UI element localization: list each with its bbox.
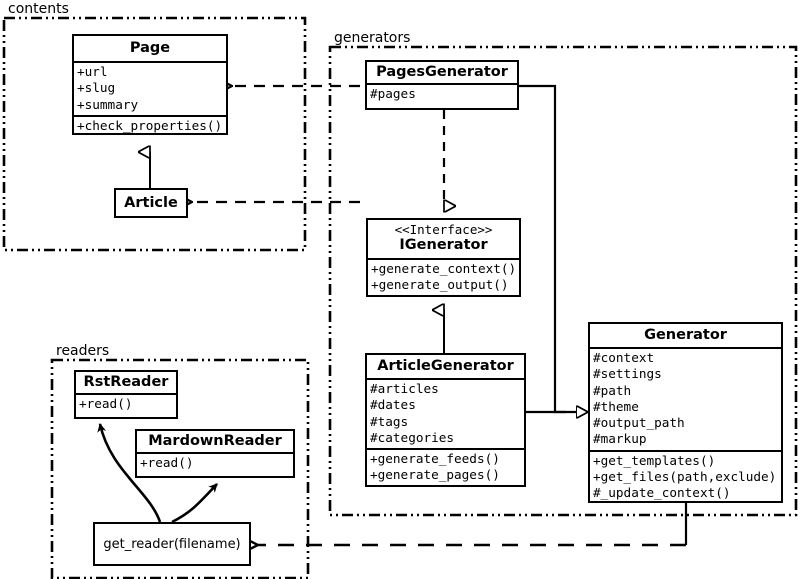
class-name-mardown-reader: MardownReader: [148, 433, 282, 449]
class-attributes-page: +url +slug +summary: [74, 63, 226, 115]
method-row: +generate_pages(): [370, 467, 500, 483]
class-methods-page: +check_properties(): [74, 117, 226, 136]
class-name-page: Page: [129, 40, 171, 56]
attribute-row: #tags: [370, 413, 409, 429]
class-box-mardown-reader[interactable]: MardownReader +read(): [135, 429, 295, 478]
class-box-rst-reader[interactable]: RstReader +read(): [74, 370, 178, 419]
class-stereotype-igenerator: <<Interface>>: [394, 222, 493, 237]
node-get-reader[interactable]: get_reader(filename): [93, 522, 251, 566]
class-name-article-generator: ArticleGenerator: [377, 358, 514, 374]
class-attributes-generator: #context #settings #path #theme #output_…: [590, 349, 781, 450]
class-box-generator[interactable]: Generator #context #settings #path #them…: [588, 322, 783, 503]
class-methods-generator: +get_templates() +get_files(path,exclude…: [590, 452, 781, 504]
method-row: +get_templates(): [593, 452, 716, 468]
attribute-row: +url: [77, 64, 108, 80]
package-label-generators: generators: [332, 30, 413, 46]
class-box-article-generator[interactable]: ArticleGenerator #articles #dates #tags …: [365, 353, 526, 487]
class-separator: [367, 448, 524, 451]
class-methods-mardown-reader: +read(): [137, 454, 293, 473]
package-label-readers: readers: [54, 343, 112, 359]
attribute-row: #output_path: [593, 415, 685, 431]
class-separator: [74, 114, 226, 117]
class-separator: [74, 61, 226, 64]
class-separator: [367, 83, 517, 86]
method-row: +generate_output(): [371, 276, 509, 292]
node-label-get-reader: get_reader(filename): [103, 536, 241, 552]
class-name-generator: Generator: [644, 327, 727, 343]
class-methods-igenerator: +generate_context() +generate_output(): [368, 260, 519, 296]
class-separator: [368, 257, 519, 260]
class-separator: [137, 452, 293, 455]
method-row: +read(): [140, 455, 194, 471]
attribute-row: #articles: [370, 381, 439, 397]
method-row: +get_files(path,exclude): [593, 468, 777, 484]
class-methods-article-generator: +generate_feeds() +generate_pages(): [367, 450, 524, 486]
attribute-row: +summary: [77, 96, 139, 112]
class-separator: [76, 393, 176, 396]
class-name-article: Article: [124, 194, 178, 211]
class-name-pages-generator: PagesGenerator: [376, 64, 508, 80]
attribute-row: #categories: [370, 429, 455, 445]
edge-getreader-to-mardownreader: [171, 483, 218, 524]
class-box-article[interactable]: Article: [114, 188, 188, 218]
class-attributes-article-generator: #articles #dates #tags #categories: [367, 380, 524, 448]
attribute-row: #theme: [593, 398, 639, 414]
class-separator: [590, 347, 781, 350]
class-box-pages-generator[interactable]: PagesGenerator #pages: [365, 60, 519, 110]
package-label-contents: contents: [6, 1, 71, 17]
class-methods-rst-reader: +read(): [76, 395, 176, 414]
class-separator: [367, 378, 524, 381]
attribute-row: #markup: [593, 431, 647, 447]
class-separator: [590, 449, 781, 452]
attribute-row: #pages: [370, 86, 416, 102]
class-name-igenerator: <<Interface>> IGenerator: [368, 220, 519, 258]
method-row: +check_properties(): [77, 117, 223, 133]
class-box-igenerator[interactable]: <<Interface>> IGenerator +generate_conte…: [366, 218, 521, 297]
method-row: +generate_context(): [371, 260, 517, 276]
class-attributes-pages-generator: #pages: [367, 85, 517, 104]
attribute-row: #settings: [593, 366, 662, 382]
class-name-text-igenerator: IGenerator: [399, 237, 488, 254]
method-row: +read(): [79, 396, 133, 412]
class-name-rst-reader: RstReader: [83, 374, 169, 390]
attribute-row: +slug: [77, 80, 116, 96]
attribute-row: #path: [593, 382, 632, 398]
edge-pagesgenerator-to-generator: [519, 84, 566, 414]
method-row: +generate_feeds(): [370, 451, 500, 467]
attribute-row: #context: [593, 350, 655, 366]
class-box-page[interactable]: Page +url +slug +summary +check_properti…: [72, 34, 228, 135]
attribute-row: #dates: [370, 397, 416, 413]
method-row: #_update_context(): [593, 485, 731, 501]
